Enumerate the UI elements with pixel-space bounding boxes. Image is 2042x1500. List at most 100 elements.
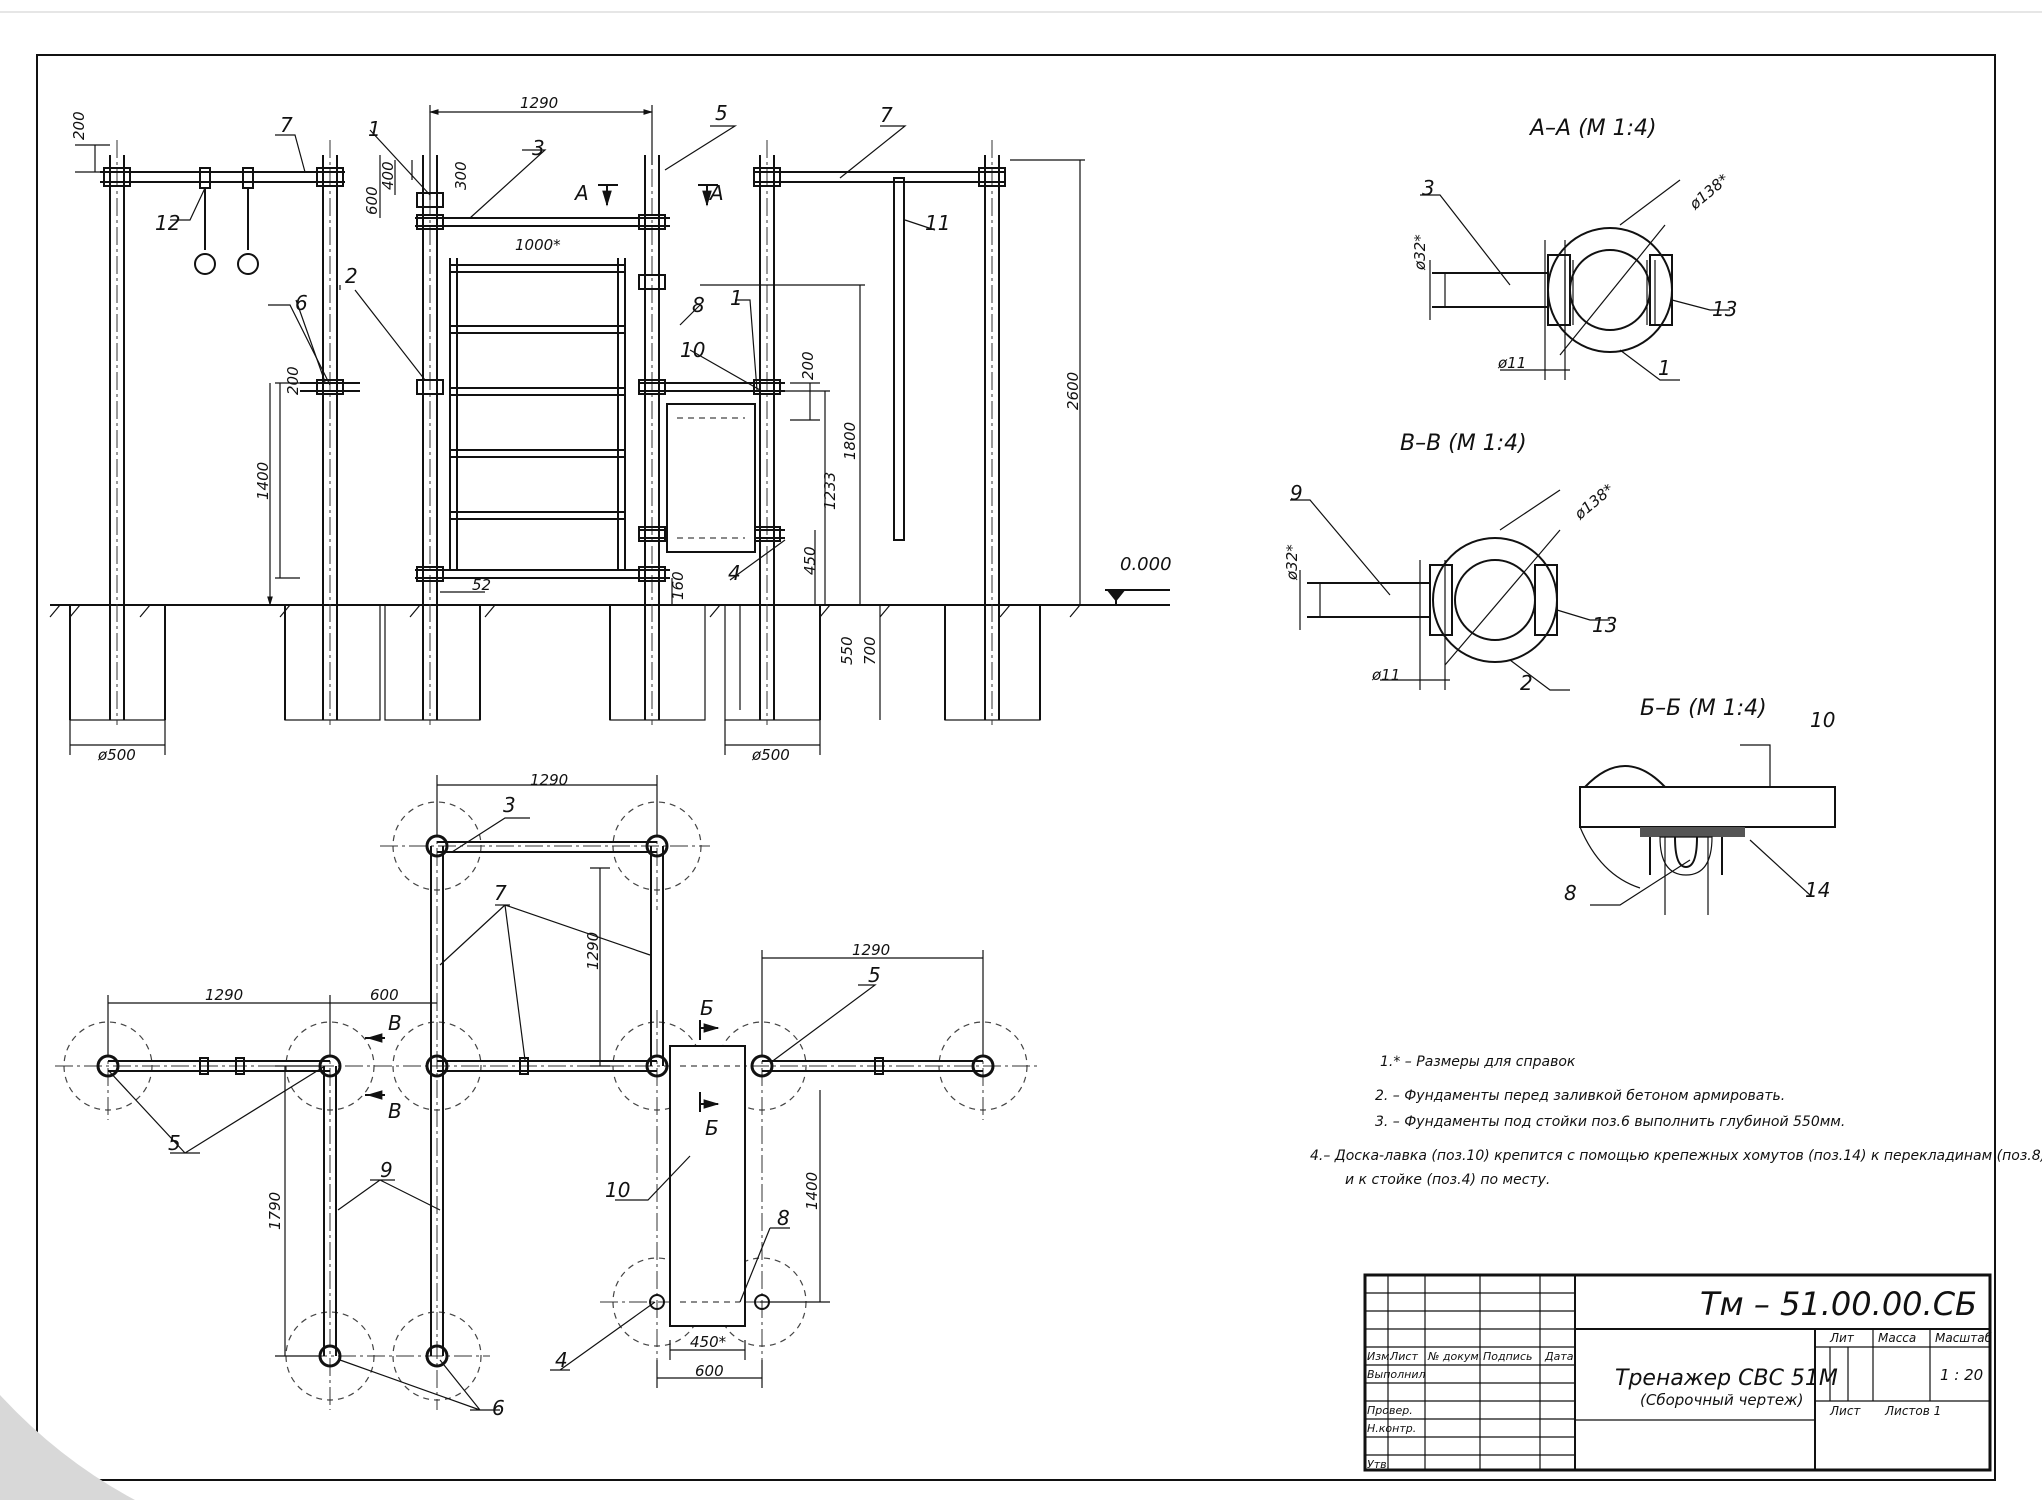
plan-dim-600: 600: [370, 986, 399, 1004]
scale-value: 1 : 20: [1940, 1366, 1983, 1384]
bench-board: [666, 403, 756, 553]
position-1-right: 1: [730, 286, 743, 310]
plan-dim-1290-left: 1290: [205, 986, 243, 1004]
dim-1290-top: 1290: [520, 94, 558, 112]
hdr-lit: Лит: [1829, 1331, 1855, 1345]
section-b-view: Б–Б (М 1:4) 10 8 14: [1564, 696, 1836, 915]
dim-1233: 1233: [821, 472, 839, 510]
row-vypolnil: Выполнил: [1367, 1368, 1426, 1381]
plan-dim-1290-top: 1290: [530, 771, 568, 789]
hdr-doc: № докум.: [1427, 1350, 1482, 1363]
section-aa-dim-11: ø11: [1497, 354, 1526, 372]
note-3: 3. – Фундаменты под стойки поз.6 выполни…: [1375, 1114, 1845, 1130]
note-1: 1.* – Размеры для справок: [1380, 1054, 1576, 1070]
hdr-izm: Изм.: [1367, 1350, 1393, 1363]
plan-dim-1290-vert: 1290: [584, 932, 602, 970]
wall-ladder: [449, 258, 626, 570]
note-2: 2. – Фундаменты перед заливкой бетоном а…: [1375, 1088, 1785, 1104]
position-11: 11: [925, 211, 950, 235]
level-mark: [1080, 589, 1170, 606]
list-label: Лист: [1829, 1404, 1861, 1418]
plan-dim-1400: 1400: [803, 1172, 821, 1210]
front-elevation-view: А А 1290 200 600 400 300 1000*: [49, 94, 1172, 764]
position-8: 8: [692, 293, 705, 317]
section-bb-dim-138: ø138*: [1570, 480, 1617, 524]
note-4-cont: и к стойке (поз.4) по месту.: [1345, 1172, 1550, 1188]
crossbars: [100, 171, 1005, 579]
plan-dim-600-bottom: 600: [695, 1362, 724, 1380]
document-code: Тм – 51.00.00.СБ: [1700, 1285, 1977, 1323]
plan-position-9: 9: [380, 1158, 393, 1182]
position-10: 10: [680, 338, 705, 362]
note-4: 4.– Доска-лавка (поз.10) крепится с помо…: [1310, 1148, 2042, 1164]
listov-label: Листов 1: [1884, 1404, 1941, 1418]
hanging-pole: [893, 177, 905, 541]
posts: [109, 155, 1000, 720]
hdr-masshtab: Масштаб: [1935, 1331, 1993, 1345]
position-6: 6: [295, 291, 308, 315]
dim-300: 300: [452, 161, 470, 190]
plan-position-10: 10: [605, 1178, 630, 1202]
plan-position-5-right: 5: [868, 963, 881, 987]
plan-dimension-lines: [107, 775, 984, 1388]
level-0000: 0.000: [1120, 554, 1172, 575]
plan-section-mark-b-bottom: Б: [705, 1116, 719, 1140]
dim-160: 160: [669, 571, 687, 600]
plan-bench: [669, 1045, 746, 1327]
plan-position-3: 3: [503, 793, 516, 817]
dim-700: 700: [861, 636, 879, 665]
plan-position-6: 6: [492, 1396, 505, 1420]
plan-position-7: 7: [494, 881, 507, 905]
plan-dim-1290-right: 1290: [852, 941, 890, 959]
section-bb-position-2: 2: [1520, 671, 1533, 695]
position-1: 1: [368, 117, 381, 141]
dim-600: 600: [363, 186, 381, 215]
dim-450: 450: [801, 546, 819, 575]
section-aa-position-1: 1: [1658, 356, 1671, 380]
dim-200-left: 200: [284, 366, 302, 395]
section-b-position-14: 14: [1805, 878, 1830, 902]
section-bb-title: В–В (М 1:4): [1400, 431, 1527, 456]
row-utv: Утв.: [1367, 1458, 1390, 1471]
sheet-frame: [0, 11, 2042, 1500]
hdr-list: Лист: [1389, 1350, 1418, 1363]
position-7-right: 7: [880, 103, 893, 127]
plan-position-5-left: 5: [168, 1131, 181, 1155]
plan-dim-450: 450*: [690, 1333, 727, 1351]
position-4: 4: [728, 561, 741, 585]
dim-400: 400: [379, 161, 397, 190]
plan-labels: 1290 1290 1290 600 1290 1790 1400 450* 6…: [168, 771, 890, 1420]
dim-1000: 1000*: [515, 236, 561, 254]
position-7-left: 7: [280, 113, 293, 137]
section-b-position-10: 10: [1810, 708, 1835, 732]
section-b-title: Б–Б (М 1:4): [1640, 696, 1767, 721]
dim-200-top: 200: [70, 111, 88, 140]
gymnastic-rings: [194, 167, 259, 275]
section-bb-position-9: 9: [1290, 481, 1303, 505]
section-bb-dim-11: ø11: [1371, 666, 1400, 684]
section-aa-dim-32: ø32*: [1411, 234, 1429, 271]
position-5: 5: [715, 101, 728, 125]
plan-tubes: [108, 841, 983, 1356]
notes-block: 1.* – Размеры для справок 2. – Фундамент…: [1310, 1054, 2042, 1188]
section-mark-a-right: А: [708, 181, 724, 205]
hdr-sign: Подпись: [1483, 1350, 1532, 1363]
plan-leaders: [107, 817, 877, 1411]
elevation-labels: 1290 200 600 400 300 1000* 200 1400 200 …: [70, 94, 1172, 764]
row-nkontr: Н.контр.: [1367, 1422, 1416, 1435]
plan-section-mark-v-top: В: [388, 1011, 402, 1035]
dim-52: 52: [472, 576, 491, 594]
hdr-massa: Масса: [1878, 1331, 1916, 1345]
plan-position-4: 4: [555, 1348, 568, 1372]
section-aa-dim-138: ø138*: [1685, 170, 1732, 214]
section-aa-position-3: 3: [1422, 176, 1435, 200]
dim-1800: 1800: [841, 422, 859, 460]
plan-view: 1290 1290 1290 600 1290 1790 1400 450* 6…: [55, 771, 1040, 1420]
plan-position-8: 8: [777, 1206, 790, 1230]
plan-section-mark-b-top: Б: [700, 996, 714, 1020]
plan-posts: [96, 834, 995, 1368]
section-aa-title: А–А (М 1:4): [1528, 116, 1657, 141]
product-subtitle: (Сборочный чертеж): [1640, 1391, 1803, 1409]
plan-dim-1790: 1790: [266, 1192, 284, 1230]
